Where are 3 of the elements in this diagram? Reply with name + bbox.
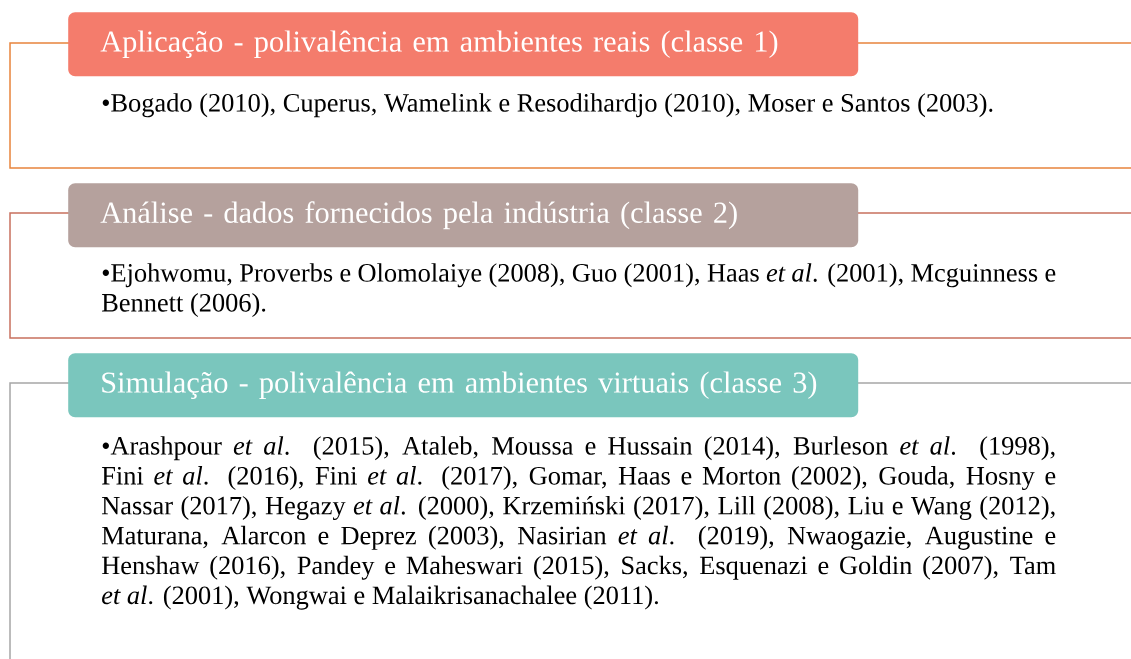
heading-box: Simulação - polivalência em ambientes virtuais (classe 3) (68, 353, 859, 418)
heading-box: Análise - dados fornecidos pela indústria (classe 2) (68, 183, 859, 248)
heading-box: Aplicação - polivalência em ambientes reais (classe 1) (68, 12, 859, 77)
